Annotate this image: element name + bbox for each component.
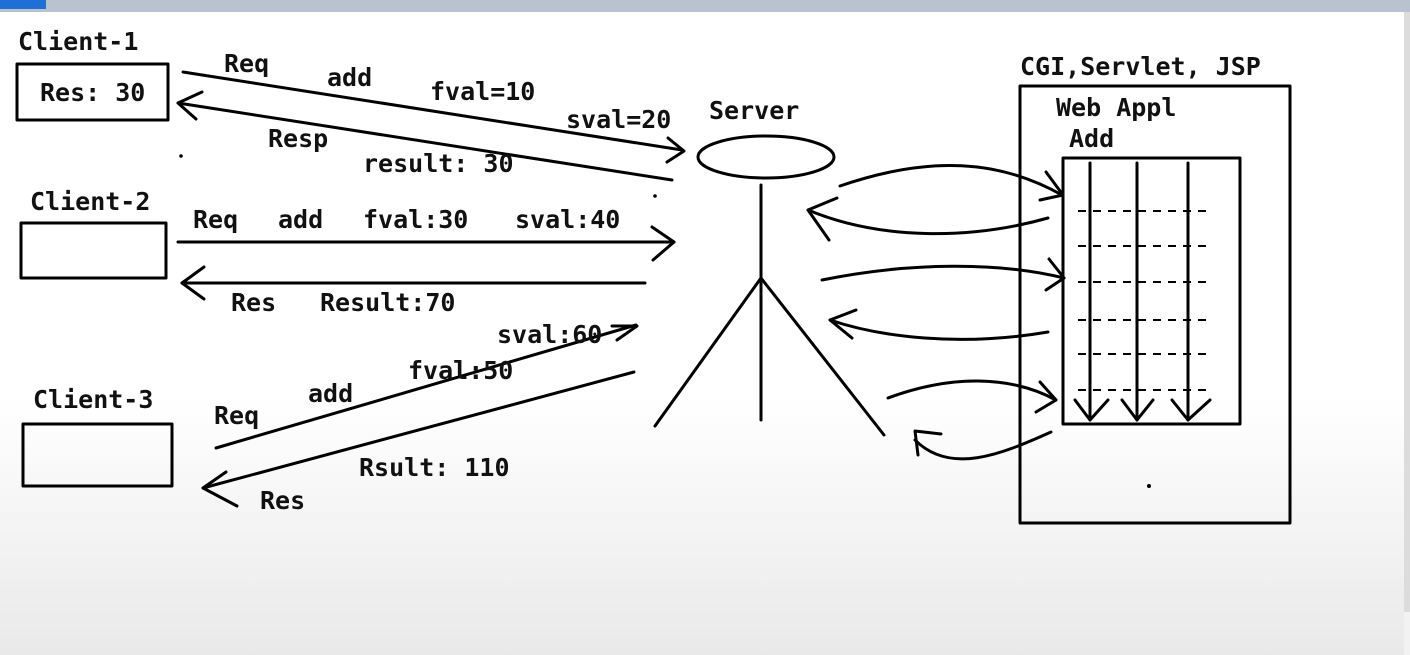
- webapp-container: [1018, 84, 1292, 525]
- flow-1-op-label: add: [327, 63, 372, 92]
- server-right-leg: [759, 276, 886, 437]
- flow-3-res-label: Res: [260, 486, 305, 515]
- client-1-box-text: Res: 30: [40, 78, 145, 107]
- flow-2-request-arrowhead: [650, 225, 676, 262]
- stray-dot: [1147, 484, 1151, 488]
- window-top-bar: [0, 0, 1410, 12]
- thread-arrowhead-1: [1073, 398, 1110, 422]
- app-to-server-arrow-1: [806, 208, 1050, 236]
- flow-3-request-arrow: [214, 323, 638, 450]
- server-left-leg: [653, 276, 763, 428]
- client-2-box: [19, 221, 168, 280]
- app-to-server-arrow-2: [828, 318, 1050, 341]
- flow-1-request-arrow: [181, 70, 684, 152]
- server-head: [696, 134, 836, 180]
- app-to-server-arrowhead-2: [828, 308, 858, 340]
- webapp-title: Web Appl: [1056, 93, 1176, 122]
- stray-dot: [653, 194, 657, 198]
- flow-1-result-label: result: 30: [363, 149, 514, 178]
- flow-3-fval-label: fval:50: [408, 356, 513, 385]
- client-1-title: Client-1: [18, 27, 138, 56]
- flow-3-response-arrow: [201, 370, 636, 490]
- server-to-app-arrow-1: [838, 163, 1064, 197]
- app-to-server-arrow-3: [913, 430, 1053, 461]
- flow-1-request-arrowhead: [665, 136, 686, 164]
- active-tab-indicator[interactable]: [0, 0, 46, 9]
- server-to-app-arrow-2: [820, 264, 1066, 282]
- flow-2-fval-label: fval:30: [363, 205, 468, 234]
- flow-3-op-label: add: [308, 379, 353, 408]
- flow-1-response-arrowhead: [176, 90, 204, 121]
- flow-1-resp-label: Resp: [268, 124, 328, 153]
- flow-2-response-arrowhead: [180, 265, 206, 301]
- whiteboard-canvas: [0, 12, 1404, 655]
- flow-2-op-label: add: [278, 205, 323, 234]
- thread-arrowhead-3: [1170, 398, 1212, 422]
- client-2-title: Client-2: [30, 187, 150, 216]
- thread-arrowhead-2: [1120, 398, 1155, 422]
- flow-3-sval-label: sval:60: [497, 320, 602, 349]
- flow-1-sval-label: sval=20: [566, 105, 671, 134]
- webapp-thread-box: [1061, 156, 1242, 426]
- app-to-server-arrowhead-1: [806, 196, 839, 242]
- flow-3-request-arrowhead: [610, 324, 639, 342]
- flow-3-result-label: Rsult: 110: [359, 453, 510, 482]
- webapp-tech-label: CGI,Servlet, JSP: [1020, 52, 1261, 81]
- client-3-title: Client-3: [33, 385, 153, 414]
- flow-1-fval-label: fval=10: [430, 77, 535, 106]
- client-1-box: [15, 62, 170, 122]
- flow-1-response-arrow: [176, 101, 674, 182]
- flow-2-sval-label: sval:40: [515, 205, 620, 234]
- client-3-box: [21, 422, 174, 488]
- flow-3-req-label: Req: [214, 401, 259, 430]
- server-to-app-arrowhead-3: [1034, 380, 1058, 414]
- webapp-name: Add: [1069, 124, 1114, 153]
- scrollbar-track[interactable]: [1404, 12, 1410, 612]
- server-label: Server: [709, 96, 799, 125]
- flow-3-response-arrowhead: [201, 470, 239, 508]
- flow-2-req-label: Req: [193, 205, 238, 234]
- flow-2-result-label: Result:70: [320, 288, 455, 317]
- server-to-app-arrow-3: [886, 379, 1058, 402]
- flow-2-res-label: Res: [231, 288, 276, 317]
- flow-1-req-label: Req: [224, 49, 269, 78]
- app-to-server-arrowhead-3: [913, 429, 943, 457]
- stray-dot: [179, 154, 183, 158]
